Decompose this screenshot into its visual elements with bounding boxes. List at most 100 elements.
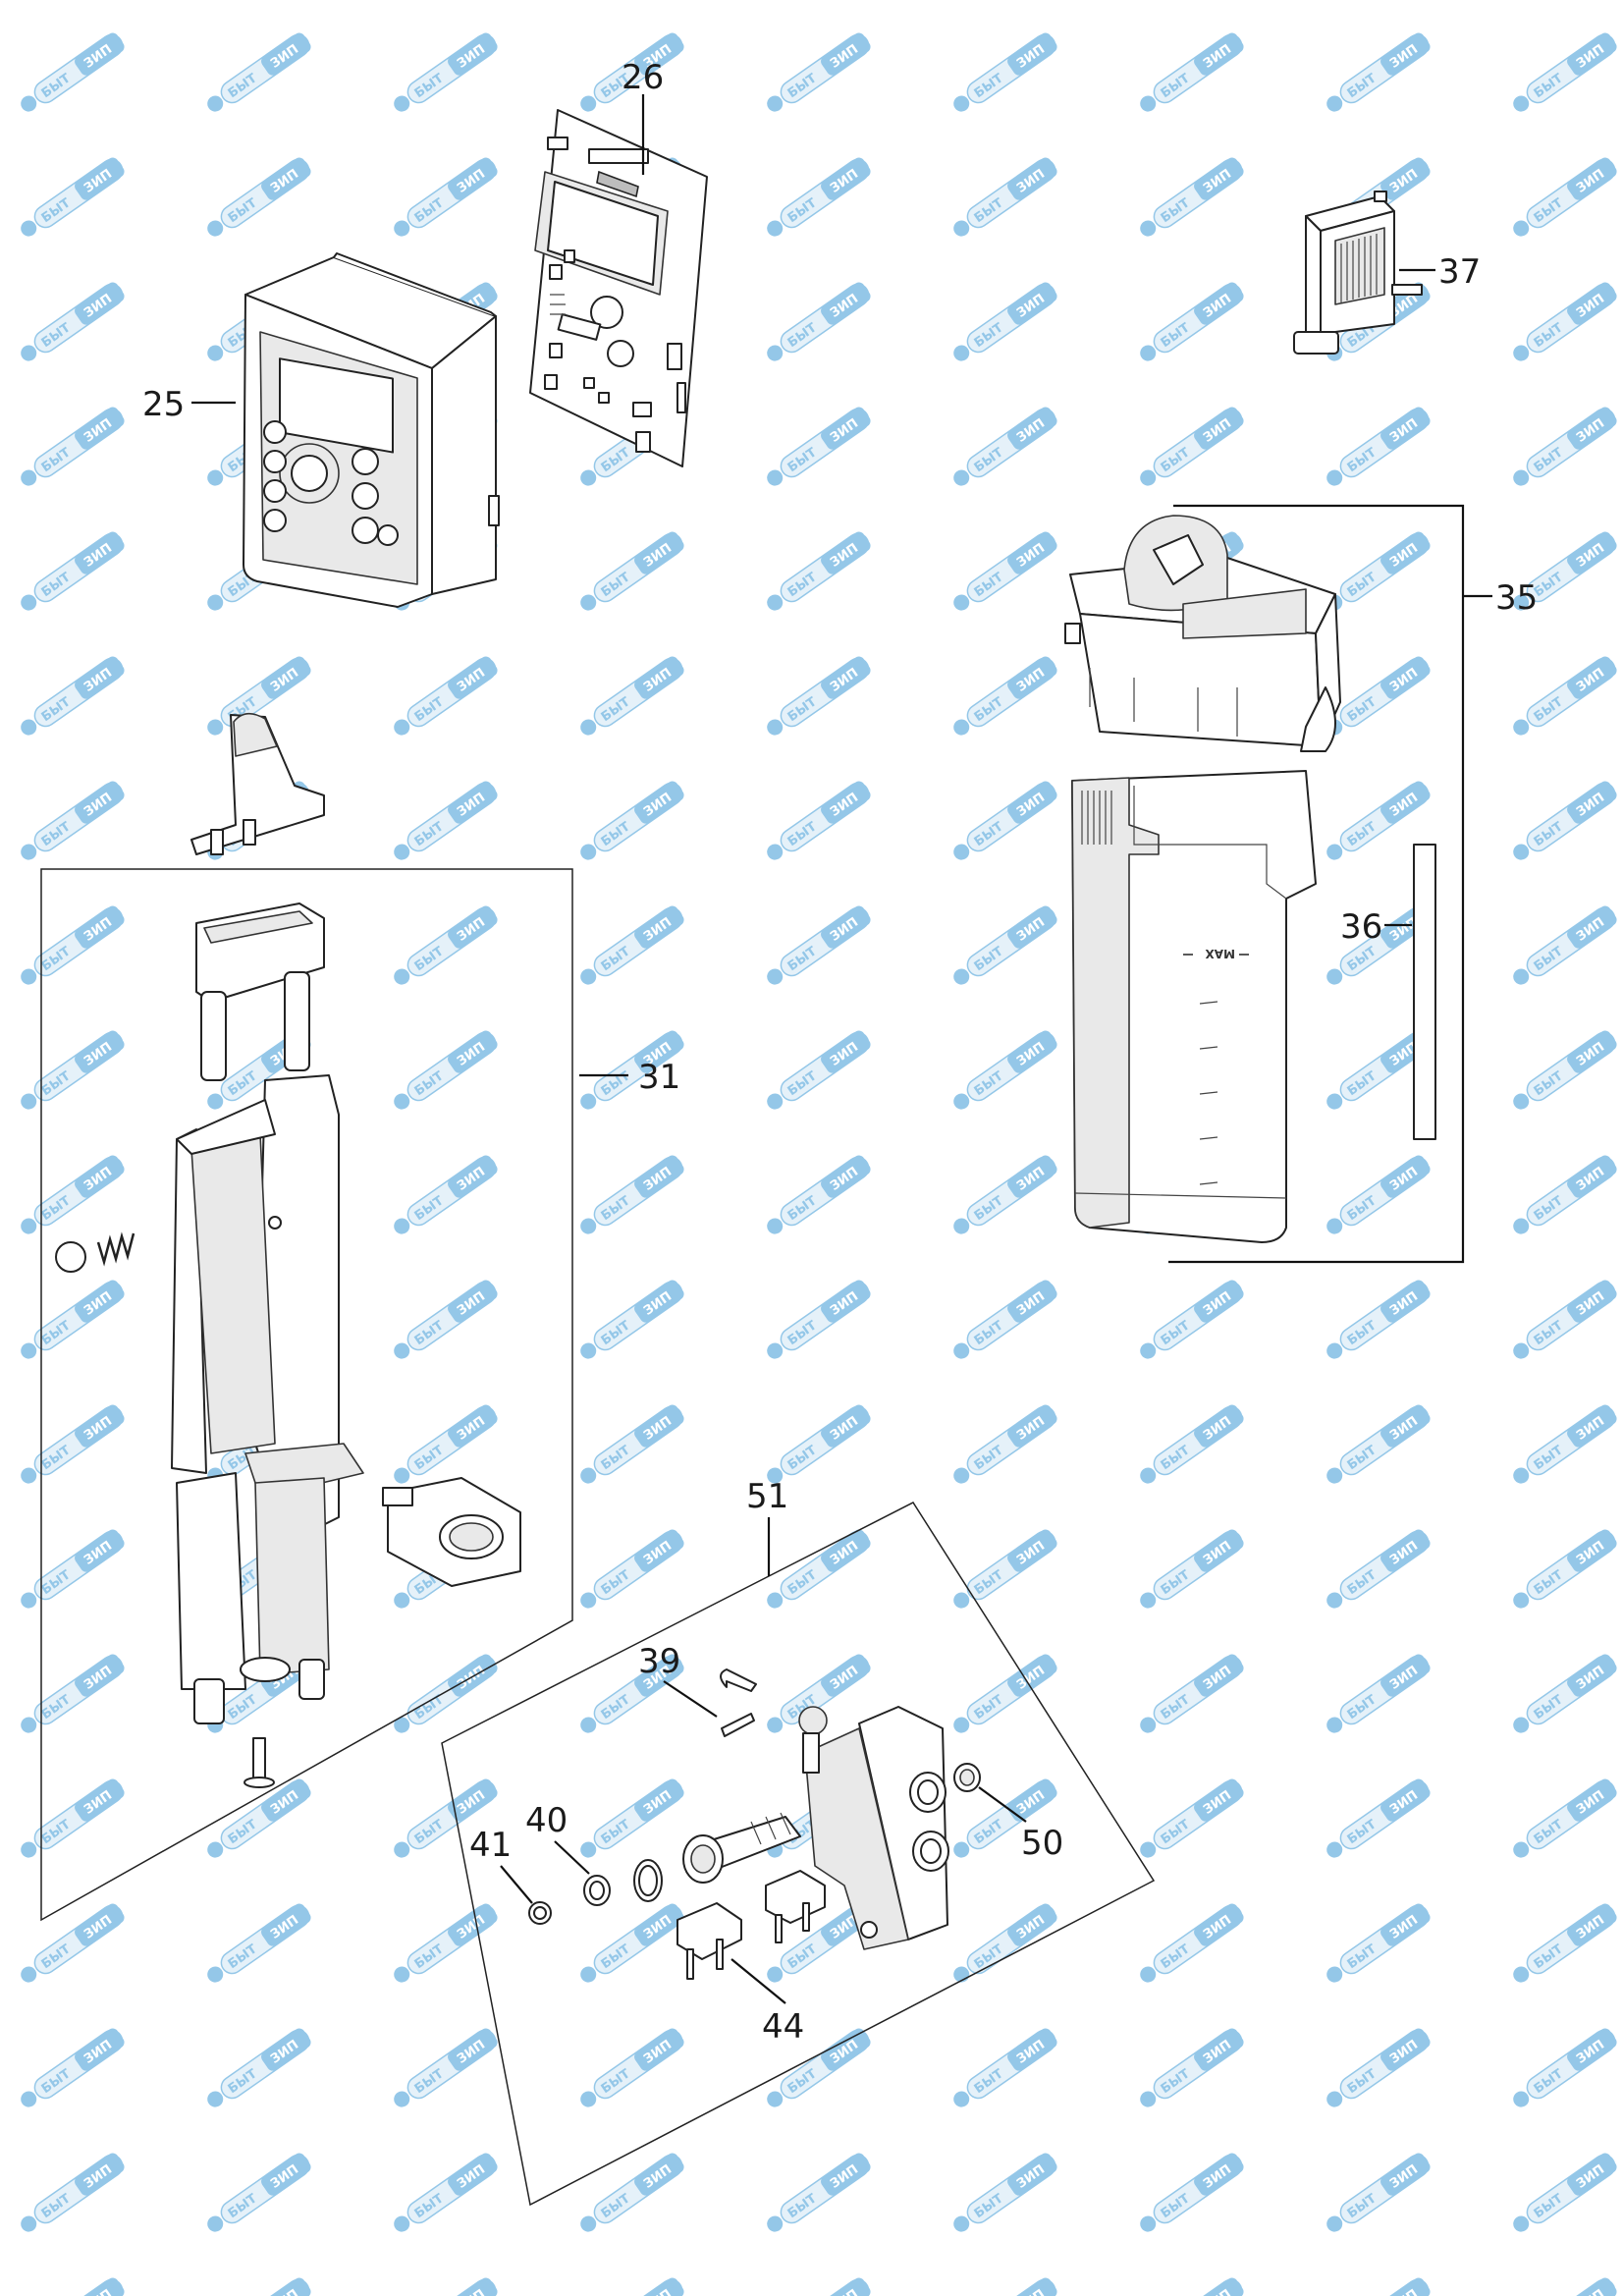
callout-25: 25 (142, 385, 185, 424)
part-26-display-pcb (529, 109, 708, 467)
leader-line-50 (978, 1786, 1027, 1823)
callout-36: 36 (1340, 907, 1382, 947)
callout-41: 41 (469, 1826, 512, 1865)
part-44-micro-switch (676, 1902, 742, 1960)
group-frame-31 (40, 868, 573, 1922)
callout-26: 26 (622, 58, 664, 97)
callout-39: 39 (638, 1642, 680, 1681)
part-39-clip (720, 1668, 757, 1692)
part-36-milk-tube (1413, 844, 1436, 1140)
part-31-dispenser-assembly (55, 712, 521, 1788)
part-37-side-cover (1293, 191, 1423, 355)
max-level-label: MAX (1205, 947, 1235, 960)
bracket-35 (1168, 504, 1465, 1264)
leader-line-40 (554, 1840, 590, 1875)
group-frame-51 (441, 1502, 1156, 2207)
leader-line-44a (730, 1958, 786, 2004)
leader-line-41 (500, 1865, 533, 1904)
part-25-control-panel-housing (243, 252, 500, 608)
callout-37: 37 (1438, 252, 1481, 292)
